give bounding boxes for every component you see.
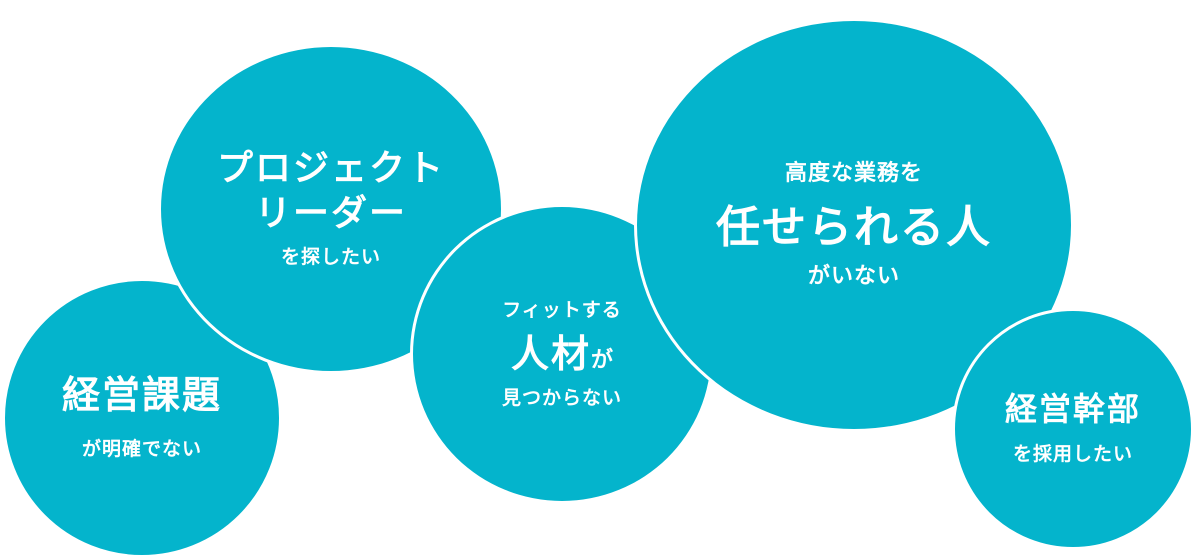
management-issue-subtext: が明確でない: [81, 437, 202, 460]
fit-talent-heading-tail: が: [591, 348, 614, 374]
project-leader-heading-1: プロジェクト: [216, 147, 445, 189]
fit-talent-pretext: フィットする: [502, 298, 622, 321]
fit-talent-subtext: 見つからない: [501, 386, 622, 409]
project-leader-heading-2: リーダー: [254, 192, 407, 234]
project-leader-subtext: を探したい: [280, 245, 381, 268]
advanced-work-subtext: がいない: [807, 263, 900, 289]
fit-talent-heading: 人材: [510, 332, 591, 377]
bubble-executives: 経営幹部 を採用したい: [952, 308, 1194, 550]
executives-subtext: を採用したい: [1012, 442, 1133, 465]
executives-heading: 経営幹部: [1004, 389, 1141, 428]
advanced-work-pretext: 高度な業務を: [784, 161, 923, 187]
fit-talent-heading-row: 人材が: [511, 331, 613, 379]
management-issue-heading: 経営課題: [61, 373, 222, 418]
advanced-work-heading: 任せられる人: [716, 201, 992, 253]
